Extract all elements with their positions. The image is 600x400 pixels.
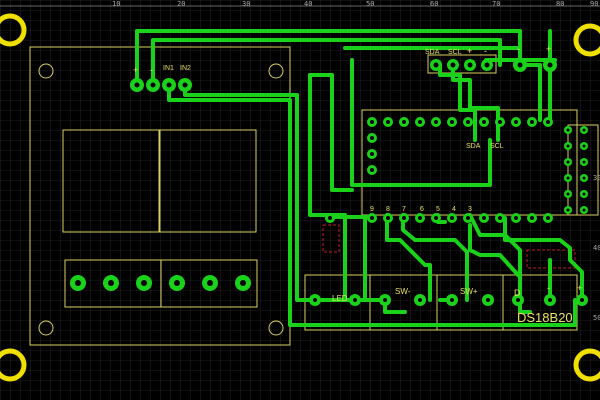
relay-plus-label: + xyxy=(133,65,138,75)
trace-gnd-mcu xyxy=(350,58,492,187)
pad xyxy=(103,275,119,291)
i2c-plus-label: + xyxy=(467,46,472,56)
relay-terminal-pads xyxy=(70,275,251,291)
ruler-x-label: 40 xyxy=(304,0,312,8)
relay-in2-label: IN2 xyxy=(180,65,191,72)
pin-number-label: 4 xyxy=(452,206,456,213)
pad xyxy=(136,275,152,291)
pad xyxy=(464,59,476,71)
pin-number-label: 3 xyxy=(468,206,472,213)
mcu-top-row-pads xyxy=(367,117,553,175)
ruler-x-label: 90 xyxy=(590,0,598,8)
relay-mount-circle xyxy=(268,63,284,79)
pin-number-label: 9 xyxy=(370,206,374,213)
led-label: LED xyxy=(332,294,348,303)
pin-number-label: 5 xyxy=(436,206,440,213)
mounting-hole-top-right xyxy=(573,23,600,57)
pin-number-label: 8 xyxy=(386,206,390,213)
relay-2-body xyxy=(159,129,257,233)
mcu-bottom-row-pads xyxy=(325,213,553,223)
pad xyxy=(162,78,176,92)
sensor-plus-label: + xyxy=(577,283,582,293)
ruler-y-label: 30 xyxy=(593,174,600,182)
pad xyxy=(543,58,557,72)
pad xyxy=(235,275,251,291)
connector-labels: LED SW- SW+ D - + DS18B20 xyxy=(332,283,582,325)
mounting-holes xyxy=(0,13,600,382)
ruler-y-label: 40 xyxy=(593,244,600,252)
trace-sensor-vcc xyxy=(503,216,584,302)
pad xyxy=(481,59,493,71)
sensor-minus-label: - xyxy=(547,283,550,293)
side-ruler: 30 40 50 xyxy=(593,174,600,322)
mcu-usb-port xyxy=(567,124,599,216)
i2c-sda-label: SDA xyxy=(425,49,440,56)
ruler-x-label: 60 xyxy=(430,0,438,8)
pin-number-label: 7 xyxy=(402,206,406,213)
sw-plus-label: SW+ xyxy=(460,287,478,296)
ruler-y-label: 50 xyxy=(593,314,600,322)
pin-number-label: 6 xyxy=(420,206,424,213)
power-plus-label: + xyxy=(546,44,551,54)
trace-gnd-top xyxy=(151,38,502,85)
ruler-x-label: 30 xyxy=(242,0,250,8)
pad xyxy=(513,58,527,72)
i2c-minus-label: - xyxy=(484,46,487,56)
trace-sw-minus xyxy=(385,213,432,302)
mcu-side-pads xyxy=(564,126,588,214)
i2c-scl-label: SCL xyxy=(448,49,462,56)
mcu-sda-label: SDA xyxy=(466,143,481,150)
pad xyxy=(130,78,144,92)
relay-in1-label: IN1 xyxy=(163,65,174,72)
sensor-d-label: D xyxy=(514,288,521,298)
pad xyxy=(430,59,442,71)
relay-mount-circle xyxy=(38,320,54,336)
resistor-footprint xyxy=(322,224,340,253)
pad xyxy=(70,275,86,291)
pad xyxy=(146,78,160,92)
i2c-header-labels: SDA SCL + - - + xyxy=(425,44,551,56)
sw-minus-label: SW- xyxy=(395,287,411,296)
ruler-x-label: 70 xyxy=(492,0,500,8)
mcu-scl-label: SCL xyxy=(490,143,504,150)
i2c-header-pads xyxy=(430,58,557,72)
relay-mount-circle xyxy=(268,320,284,336)
pad xyxy=(169,275,185,291)
ruler-x-label: 20 xyxy=(177,0,185,8)
i2c-header-outline xyxy=(427,54,497,74)
trace-in1 xyxy=(167,81,577,327)
relay-minus-label: - xyxy=(150,65,153,75)
mcu-labels: SDA SCL 9 8 7 6 5 4 3 xyxy=(370,143,504,213)
mounting-hole-bottom-left xyxy=(0,348,27,382)
ruler-x-label: 10 xyxy=(112,0,120,8)
pad xyxy=(202,275,218,291)
mounting-hole-top-left xyxy=(0,13,27,47)
trace-sw-plus xyxy=(401,213,469,302)
relay-input-labels: + - IN1 IN2 xyxy=(133,65,191,75)
relay-1-body xyxy=(62,129,160,233)
power-minus-label: - xyxy=(517,44,520,54)
pad xyxy=(447,59,459,71)
connector-pads xyxy=(309,294,588,306)
relay-input-pads xyxy=(130,78,192,92)
ruler-x-label: 50 xyxy=(366,0,374,8)
trace-scl xyxy=(451,63,500,142)
mounting-hole-bottom-right xyxy=(573,348,600,382)
relay-mount-circle xyxy=(38,63,54,79)
ruler-x-label: 80 xyxy=(556,0,564,8)
sensor-name-label: DS18B20 xyxy=(517,310,573,325)
top-ruler: 10 20 30 40 50 60 70 80 90 xyxy=(0,0,600,8)
pad xyxy=(178,78,192,92)
